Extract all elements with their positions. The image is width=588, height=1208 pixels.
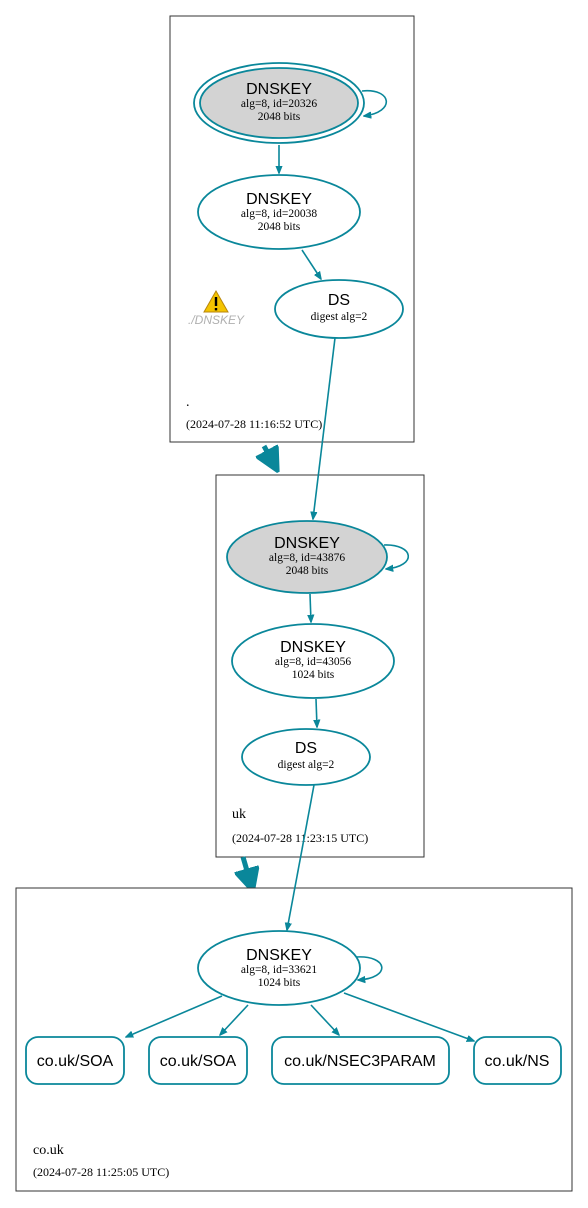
root-ksk-ellipse	[199, 67, 359, 139]
couk-dnskey-title: DNSKEY	[246, 947, 312, 964]
uk-ksk-alg: alg=8, id=43876	[269, 552, 345, 564]
zone-uk-label: uk	[232, 807, 246, 822]
uk-ds-to-couk-key-edge	[287, 784, 315, 930]
record-node-nsec3param[interactable]: co.uk/NSEC3PARAM	[271, 1036, 450, 1085]
record-label-ns: co.uk/NS	[485, 1053, 550, 1070]
uk-ksk-self-edge	[383, 544, 410, 569]
record-node-ns[interactable]: co.uk/NS	[473, 1036, 562, 1085]
uk-zsk-node[interactable]: DNSKEY alg=8, id=43056 1024 bits	[231, 623, 395, 699]
uk-zsk-to-ds-edge	[316, 698, 317, 727]
couk-dnskey-bits: 1024 bits	[258, 977, 301, 989]
root-ksk-node[interactable]: DNSKEY alg=8, id=20326 2048 bits	[193, 62, 365, 144]
couk-key-to-soa-1-edge	[126, 995, 223, 1037]
uk-ds-digest: digest alg=2	[278, 759, 335, 771]
zone-couk-label: co.uk	[33, 1143, 64, 1158]
record-label-soa-1: co.uk/SOA	[37, 1053, 114, 1070]
root-zsk-alg: alg=8, id=20038	[241, 208, 317, 220]
record-node-soa-2[interactable]: co.uk/SOA	[148, 1036, 248, 1085]
uk-zsk-bits: 1024 bits	[292, 669, 335, 681]
uk-zsk-title: DNSKEY	[280, 639, 346, 656]
record-node-soa-1[interactable]: co.uk/SOA	[25, 1036, 125, 1085]
couk-key-to-soa-2-edge	[220, 1004, 249, 1035]
uk-ds-title: DS	[295, 740, 317, 757]
uk-ds-ellipse	[241, 728, 371, 786]
uk-ksk-ellipse	[226, 520, 388, 594]
uk-ksk-bits: 2048 bits	[286, 565, 329, 577]
root-ds-digest: digest alg=2	[311, 311, 368, 323]
couk-key-to-ns-edge	[343, 992, 474, 1041]
root-ksk-alg: alg=8, id=20326	[241, 98, 317, 110]
root-ksk-self-edge	[361, 90, 388, 116]
zone-couk: co.uk (2024-07-28 11:25:05 UTC) DNSKEY a…	[15, 887, 573, 1192]
uk-zsk-ellipse	[231, 623, 395, 699]
couk-dnskey-node[interactable]: DNSKEY alg=8, id=33621 1024 bits	[197, 930, 361, 1006]
root-zsk-ellipse	[197, 174, 361, 250]
root-ds-node[interactable]: DS digest alg=2	[274, 279, 404, 339]
root-ksk-title: DNSKEY	[246, 81, 312, 98]
zone-couk-timestamp: (2024-07-28 11:25:05 UTC)	[33, 1165, 169, 1179]
root-ds-ellipse	[274, 279, 404, 339]
uk-ds-node[interactable]: DS digest alg=2	[241, 728, 371, 786]
uk-ksk-node[interactable]: DNSKEY alg=8, id=43876 2048 bits	[226, 520, 388, 594]
uk-to-couk-delegation-arrow	[243, 856, 252, 888]
uk-zsk-alg: alg=8, id=43056	[275, 656, 351, 668]
root-zsk-node[interactable]: DNSKEY alg=8, id=20038 2048 bits	[197, 174, 361, 250]
root-ksk-bits: 2048 bits	[258, 111, 301, 123]
record-label-soa-2: co.uk/SOA	[160, 1053, 237, 1070]
uk-ksk-to-zsk-edge	[310, 593, 311, 622]
zone-uk-timestamp: (2024-07-28 11:23:15 UTC)	[232, 831, 368, 845]
zone-root-timestamp: (2024-07-28 11:16:52 UTC)	[186, 417, 322, 431]
record-label-nsec3param: co.uk/NSEC3PARAM	[284, 1053, 436, 1070]
root-ds-to-uk-ksk-edge	[313, 337, 336, 519]
warning-triangle-icon	[203, 289, 229, 313]
couk-dnskey-self-edge	[355, 956, 383, 980]
root-zsk-to-ds-edge	[301, 249, 321, 279]
couk-dnskey-ellipse	[197, 930, 361, 1006]
warning-label: ./DNSKEY	[188, 313, 245, 327]
uk-ksk-title: DNSKEY	[274, 535, 340, 552]
root-ds-title: DS	[328, 292, 350, 309]
couk-dnskey-alg: alg=8, id=33621	[241, 964, 317, 976]
zone-root-label: .	[186, 395, 190, 410]
root-to-uk-delegation-arrow	[264, 446, 276, 468]
root-zsk-bits: 2048 bits	[258, 221, 301, 233]
couk-key-to-nsec3param-edge	[310, 1004, 339, 1035]
zone-root: . (2024-07-28 11:16:52 UTC) ./DNSKEY DNS…	[169, 15, 415, 443]
zone-uk: uk (2024-07-28 11:23:15 UTC) DNSKEY alg=…	[215, 474, 425, 858]
root-zsk-title: DNSKEY	[246, 191, 312, 208]
